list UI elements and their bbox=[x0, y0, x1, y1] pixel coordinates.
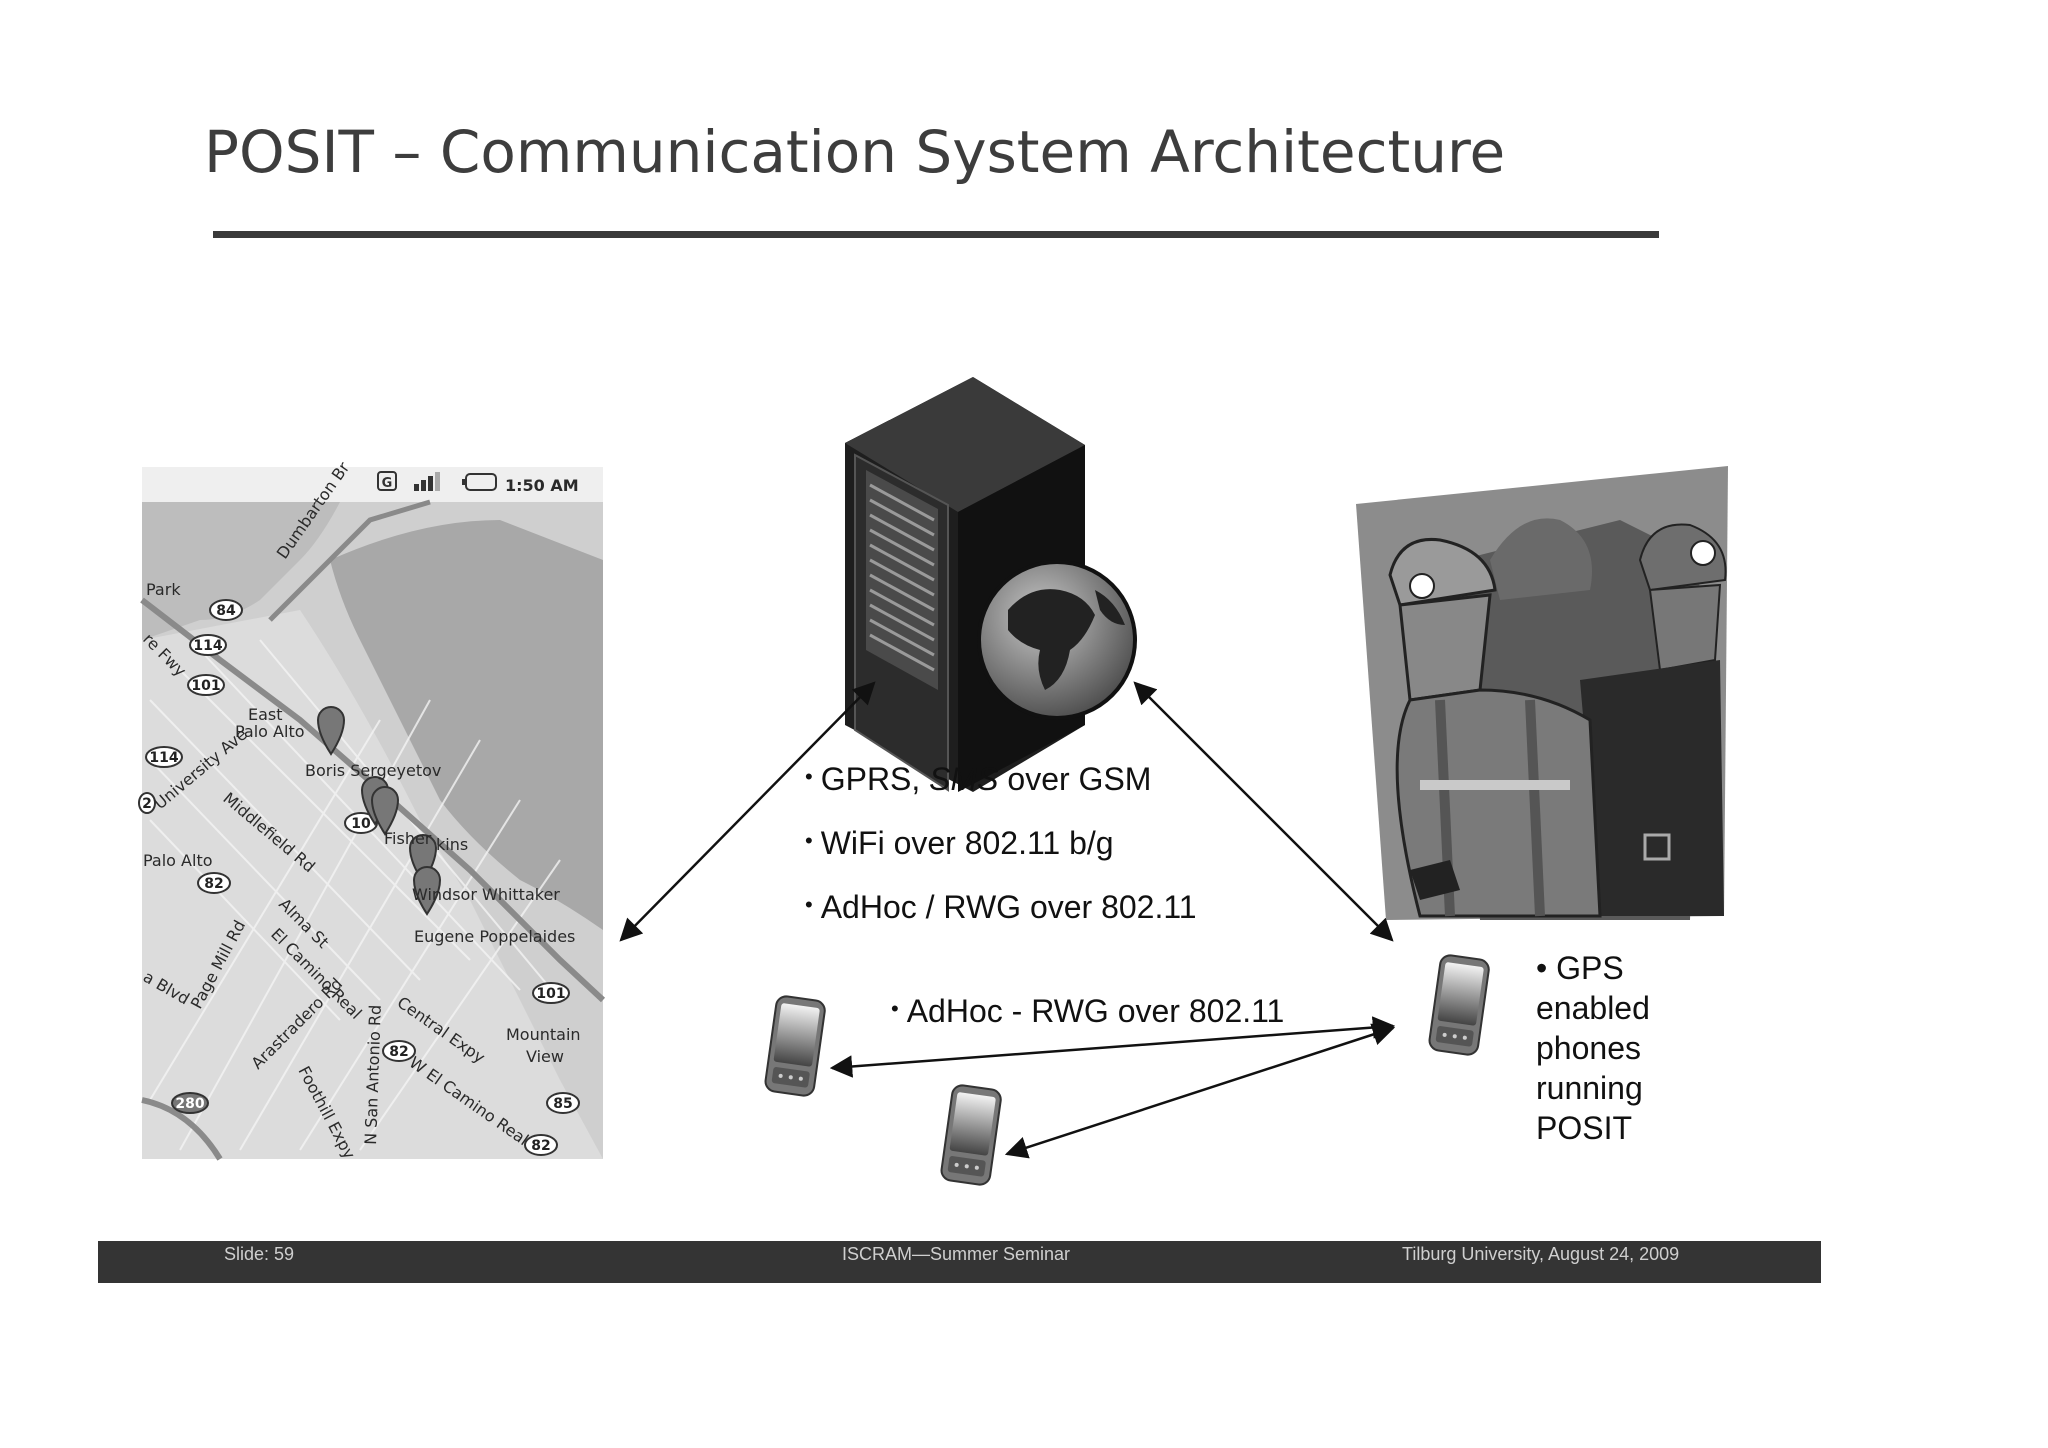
bullet-adhoc-phones-text: AdHoc - RWG over 802.11 bbox=[906, 993, 1285, 1029]
gps-line-1: • GPS bbox=[1536, 950, 1624, 986]
field-workers-illustration bbox=[1356, 466, 1728, 920]
map-label-mountain: Mountain bbox=[506, 1025, 581, 1044]
shield-114-b: 114 bbox=[149, 750, 178, 766]
pin-kins-icon bbox=[370, 786, 400, 836]
server-icon bbox=[845, 377, 1137, 792]
network-g-icon bbox=[377, 471, 397, 491]
bullet-gprs: • GPRS, SMS over GSM bbox=[805, 761, 1151, 798]
map-pins bbox=[316, 706, 442, 916]
shield-10: 10 bbox=[351, 816, 371, 832]
shield-280: 280 bbox=[175, 1096, 204, 1112]
map-label-windsor: Windsor Whittaker bbox=[412, 885, 560, 904]
gps-line-2: enabled bbox=[1536, 990, 1650, 1026]
map-label-fisher: Fisher bbox=[384, 829, 432, 848]
arrow-phone-bottom bbox=[1004, 1023, 1396, 1159]
map-label-san-antonio: N San Antonio Rd bbox=[361, 1004, 385, 1145]
map-screenshot: G 1:50 AM 84 114 101 114 82 101 82 85 28… bbox=[138, 458, 606, 1162]
pin-eugene-icon bbox=[412, 866, 442, 916]
bullet-dot: • bbox=[805, 892, 813, 917]
gps-line-5: POSIT bbox=[1536, 1110, 1633, 1146]
phone-icon-left bbox=[763, 994, 828, 1098]
shield-82-b: 82 bbox=[389, 1044, 408, 1060]
map-label-east-palo-alto: Palo Alto bbox=[235, 722, 305, 741]
map-label-eugene: Eugene Poppelaides bbox=[414, 927, 575, 946]
pin-boris-icon bbox=[316, 706, 346, 756]
gps-line-3: phones bbox=[1536, 1030, 1641, 1066]
arrow-map-server bbox=[619, 681, 876, 942]
phone-icon-right bbox=[1427, 953, 1492, 1057]
map-label-palo-alto: Palo Alto bbox=[143, 851, 213, 870]
slide-footer bbox=[98, 1241, 1821, 1283]
shield-82-c: 82 bbox=[531, 1138, 550, 1154]
bullet-gsm-text: over GSM bbox=[998, 761, 1152, 797]
bullet-gprs-text: GPRS, bbox=[820, 761, 930, 797]
bullet-adhoc-text: AdHoc / RWG over 802.11 bbox=[820, 889, 1197, 925]
bullet-wifi-text: WiFi over 802.11 b/g bbox=[820, 825, 1114, 861]
gps-phones-note: • GPS enabled phones running POSIT bbox=[1536, 948, 1650, 1148]
footer-seminar: ISCRAM—Summer Seminar bbox=[842, 1244, 1071, 1264]
bullet-adhoc-phones: • AdHoc - RWG over 802.11 bbox=[891, 993, 1284, 1030]
phone-icon-bottom bbox=[939, 1083, 1004, 1187]
shield-84: 84 bbox=[216, 603, 236, 619]
map-label-park: Park bbox=[146, 580, 181, 599]
map-label-kins: kins bbox=[436, 835, 468, 854]
shield-82: 82 bbox=[204, 876, 223, 892]
bullet-dot: • bbox=[805, 828, 813, 853]
shield-2: 2 bbox=[142, 796, 152, 812]
shield-101-b: 101 bbox=[536, 986, 565, 1002]
signal-icon bbox=[414, 472, 440, 491]
shield-114: 114 bbox=[193, 638, 222, 654]
map-label-east: East bbox=[248, 705, 283, 724]
arrow-server-phone bbox=[1133, 681, 1394, 942]
bullet-dot: • bbox=[805, 764, 813, 789]
shield-101: 101 bbox=[191, 678, 220, 694]
shield-85: 85 bbox=[553, 1096, 572, 1112]
clock-label: 1:50 AM bbox=[505, 476, 579, 495]
slide-title: POSIT – Communication System Architectur… bbox=[204, 118, 1506, 186]
bullet-adhoc-rwg: • AdHoc / RWG over 802.11 bbox=[805, 889, 1197, 926]
bullet-dot: • bbox=[891, 996, 899, 1021]
battery-icon bbox=[462, 473, 497, 491]
bullet-sms-text: SMS bbox=[929, 761, 999, 797]
arrow-phone-left bbox=[829, 1016, 1396, 1078]
gps-line-4: running bbox=[1536, 1070, 1643, 1106]
map-label-view: View bbox=[526, 1047, 564, 1066]
map-label-boris: Boris Sergeyetov bbox=[305, 761, 441, 780]
title-divider bbox=[213, 231, 1659, 238]
bullet-wifi: • WiFi over 802.11 b/g bbox=[805, 825, 1114, 862]
footer-slide-number: Slide: 59 bbox=[224, 1244, 295, 1264]
svg-text:G: G bbox=[382, 476, 393, 491]
footer-date: Tilburg University, August 24, 2009 bbox=[1402, 1244, 1680, 1264]
connection-arrows bbox=[619, 681, 1396, 1159]
